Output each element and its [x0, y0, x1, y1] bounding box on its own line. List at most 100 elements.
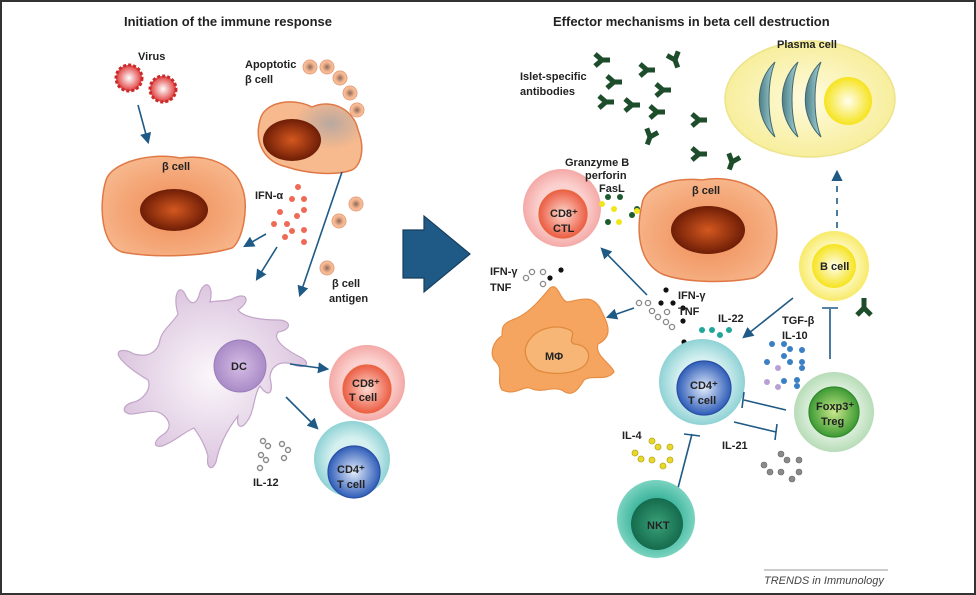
cd8-ctl	[523, 169, 601, 247]
inhibit-cd4-il21	[733, 421, 778, 441]
beta-antigen-particles	[319, 196, 364, 276]
arrow-bcell-to-cd4	[742, 297, 794, 339]
il10-label: IL-10	[782, 330, 808, 342]
antibody-icon	[623, 97, 640, 113]
apoptotic-beta-cell	[257, 59, 365, 175]
virus-icon	[148, 74, 178, 104]
b-cell-label: B cell	[820, 261, 849, 273]
arrow-cytokines-to-ctl	[600, 247, 648, 296]
transition-arrow-icon	[402, 214, 471, 294]
right-panel-title: Effector mechanisms in beta cell destruc…	[553, 14, 830, 29]
antibody-icon	[690, 146, 707, 162]
arrow-apoptotic-to-dc	[297, 171, 343, 298]
cytotoxic-granules	[599, 194, 640, 225]
granzyme-label: Granzyme B	[565, 157, 629, 169]
inhibit-nkt-cd4	[677, 433, 701, 489]
treg-cell	[794, 372, 874, 452]
dendritic-cell	[117, 284, 307, 469]
right-beta-cell-label: β cell	[692, 185, 720, 197]
ifn-tnf-left-dots	[522, 267, 564, 288]
beta-antigen-label-2: antigen	[329, 293, 368, 305]
il4-label: IL-4	[622, 430, 642, 442]
arrow-ifn-to-beta	[243, 233, 267, 248]
cd4-t-cell	[314, 421, 390, 499]
ctl-label-2: CTL	[553, 223, 575, 235]
treg-label-1: Foxp3⁺	[816, 401, 854, 413]
apoptotic-label-2: β cell	[245, 74, 273, 86]
antibody-icon	[605, 74, 622, 90]
tnf-left-label: TNF	[490, 282, 512, 294]
virus-particles	[114, 63, 178, 104]
ifn-alpha-dots	[271, 184, 307, 245]
plasma-cell	[724, 40, 896, 158]
arrow-dc-to-cd8	[289, 362, 330, 374]
ifn-gamma-left-label: IFN-γ	[490, 266, 518, 278]
inhibit-treg-cd4	[741, 391, 787, 411]
antibody-icon	[638, 62, 655, 78]
il12-dots	[256, 437, 292, 472]
apoptotic-label-1: Apoptotic	[245, 59, 296, 71]
beta-antigen-label-1: β cell	[332, 278, 360, 290]
inhibit-treg-bcell	[822, 307, 838, 359]
arrow-virus-to-beta	[137, 104, 152, 145]
antibody-icon	[597, 94, 614, 110]
arrow-dc-to-cd4	[285, 396, 319, 430]
antibody-icon	[593, 52, 610, 68]
antibodies-label-1: Islet-specific	[520, 71, 587, 83]
nucleus-icon	[671, 206, 745, 254]
il21-dots	[760, 450, 803, 483]
cd4-label-1: CD4⁺	[337, 464, 365, 476]
arrow-ifn-to-dc	[255, 246, 278, 281]
beta-cell	[101, 155, 246, 257]
arrow-cytokines-to-macrophage	[605, 307, 635, 320]
cd4-label-2: T cell	[337, 479, 365, 491]
il22-label: IL-22	[718, 313, 744, 325]
right-cd4-label-1: CD4⁺	[690, 380, 718, 392]
ifn-gamma-right-label: IFN-γ	[678, 290, 706, 302]
antibodies-label-2: antibodies	[520, 86, 575, 98]
right-cd4-t-cell	[659, 339, 745, 425]
nucleus-icon	[263, 119, 321, 161]
antibody-icon	[654, 82, 671, 98]
antibody-icon	[648, 104, 665, 120]
right-cd4-label-2: T cell	[688, 395, 716, 407]
dc-nucleus	[213, 339, 267, 393]
cd8-label-1: CD8⁺	[352, 378, 380, 390]
antibody-icon	[726, 152, 742, 171]
b-cell	[799, 231, 869, 301]
cd8-t-cell	[329, 345, 405, 421]
ifn-tnf-right-dots	[635, 287, 687, 351]
target-beta-cell	[638, 177, 778, 283]
ifn-alpha-label: IFN-α	[255, 190, 283, 202]
antibody-icon	[665, 50, 681, 69]
macrophage	[491, 286, 615, 394]
plasma-cell-label: Plasma cell	[777, 39, 837, 51]
cd8-label-2: T cell	[349, 392, 377, 404]
journal-caption: TRENDS in Immunology	[764, 575, 885, 587]
ctl-label-1: CD8⁺	[550, 208, 578, 220]
il12-label: IL-12	[253, 477, 279, 489]
virus-icon	[114, 63, 144, 93]
perforin-label: perforin	[585, 170, 627, 182]
nkt-cell	[617, 480, 695, 558]
macrophage-label: MΦ	[545, 351, 563, 363]
apoptotic-bodies	[302, 59, 365, 118]
tgf-beta-label: TGF-β	[782, 315, 815, 327]
il22-dots	[699, 327, 732, 338]
fasl-label: FasL	[599, 183, 625, 195]
beta-cell-label: β cell	[162, 161, 190, 173]
antibody-icon	[690, 112, 707, 128]
virus-label: Virus	[138, 51, 165, 63]
nkt-label: NKT	[647, 520, 670, 532]
il21-label: IL-21	[722, 440, 748, 452]
dc-label: DC	[231, 361, 247, 373]
inhibition-lines	[677, 307, 838, 489]
tnf-right-label: TNF	[678, 306, 700, 318]
il4-dots	[631, 437, 674, 470]
antibody-icon	[644, 127, 660, 146]
left-panel-title: Initiation of the immune response	[124, 14, 332, 29]
antibodies-group	[593, 50, 742, 171]
tgf-il10-dots	[764, 341, 805, 390]
